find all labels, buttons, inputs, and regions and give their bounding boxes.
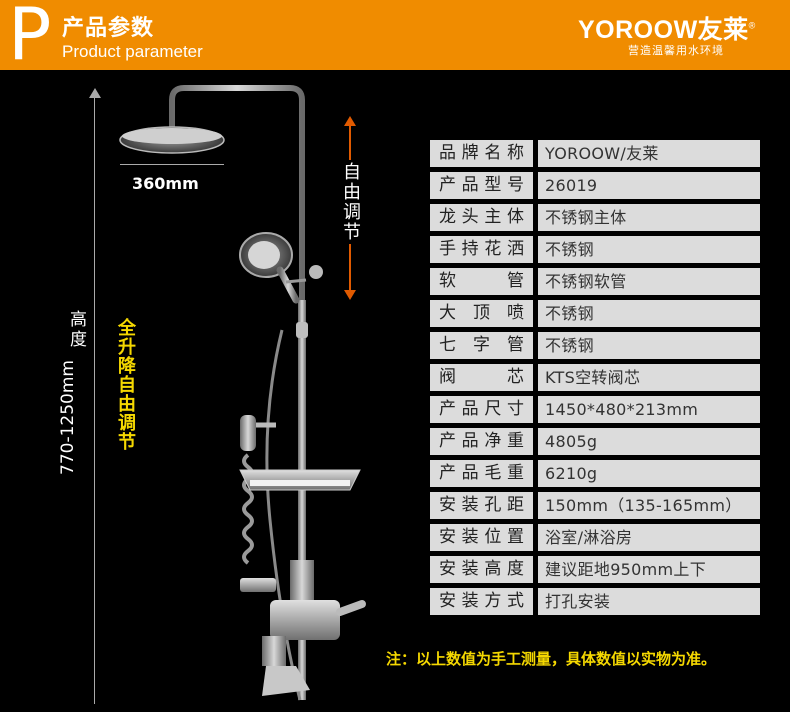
spec-label: 产品尺寸 bbox=[430, 396, 533, 423]
spec-value: YOROOW/友莱 bbox=[538, 140, 760, 167]
spec-value: 浴室/淋浴房 bbox=[538, 524, 760, 551]
badge-letter: P bbox=[8, 0, 52, 76]
adjust-label: 自由调节 bbox=[337, 160, 363, 244]
height-line bbox=[94, 94, 95, 704]
bidet-sprayer bbox=[240, 415, 276, 565]
spec-label: 产品净重 bbox=[430, 428, 533, 455]
spec-label: 龙头主体 bbox=[430, 204, 533, 231]
hand-shower bbox=[239, 232, 323, 304]
spec-value: 150mm（135-165mm） bbox=[538, 492, 760, 519]
adjust-arrow-down-icon bbox=[344, 290, 356, 300]
spec-label: 软管 bbox=[430, 268, 533, 295]
disclaimer-note: 注：以上数值为手工测量，具体数值以实物为准。 bbox=[386, 650, 717, 668]
spec-label: 阀芯 bbox=[430, 364, 533, 391]
spec-label: 安装方式 bbox=[430, 588, 533, 615]
spec-value: 不锈钢主体 bbox=[538, 204, 760, 231]
mixer-valve bbox=[240, 560, 366, 696]
spec-value: 6210g bbox=[538, 460, 760, 487]
spec-value: 建议距地950mm上下 bbox=[538, 556, 760, 583]
spec-value: 打孔安装 bbox=[538, 588, 760, 615]
header-banner: P 产品参数 Product parameter YOROOW友莱® 营造温馨用… bbox=[0, 0, 790, 74]
spec-value: KTS空转阀芯 bbox=[538, 364, 760, 391]
height-label: 高度 bbox=[66, 310, 86, 350]
spec-value: 1450*480*213mm bbox=[538, 396, 760, 423]
spec-value: 不锈钢软管 bbox=[538, 268, 760, 295]
spec-value: 4805g bbox=[538, 428, 760, 455]
trademark-mark: ® bbox=[748, 20, 756, 31]
lift-adjust-label: 全升降自由调节 bbox=[115, 318, 136, 451]
spec-label: 安装位置 bbox=[430, 524, 533, 551]
adjust-arrow-up-icon bbox=[344, 116, 356, 126]
riser-pipe bbox=[298, 300, 306, 700]
height-arrow-up-icon bbox=[89, 88, 101, 98]
page-subtitle: Product parameter bbox=[62, 42, 203, 61]
brand-logo: YOROOW友莱® bbox=[578, 10, 756, 46]
spec-label: 大顶喷 bbox=[430, 300, 533, 327]
spec-label: 手持花洒 bbox=[430, 236, 533, 263]
spec-value: 26019 bbox=[538, 172, 760, 199]
spec-label: 品牌名称 bbox=[430, 140, 533, 167]
brand-slogan: 营造温馨用水环境 bbox=[628, 44, 724, 57]
height-range: 770-1250mm bbox=[58, 360, 78, 475]
brand-name: YOROOW友莱 bbox=[578, 16, 749, 44]
spec-label: 七字管 bbox=[430, 332, 533, 359]
rain-shower-head bbox=[119, 85, 305, 330]
page-title: 产品参数 bbox=[62, 16, 155, 41]
spec-label: 产品型号 bbox=[430, 172, 533, 199]
spec-value: 不锈钢 bbox=[538, 300, 760, 327]
spec-label: 安装孔距 bbox=[430, 492, 533, 519]
storage-shelf bbox=[239, 469, 361, 491]
spec-label: 安装高度 bbox=[430, 556, 533, 583]
spec-label: 产品毛重 bbox=[430, 460, 533, 487]
head-size-label: 360mm bbox=[132, 174, 199, 193]
shower-hose bbox=[265, 329, 302, 701]
spec-value: 不锈钢 bbox=[538, 332, 760, 359]
head-size-line bbox=[120, 164, 224, 165]
spec-value: 不锈钢 bbox=[538, 236, 760, 263]
